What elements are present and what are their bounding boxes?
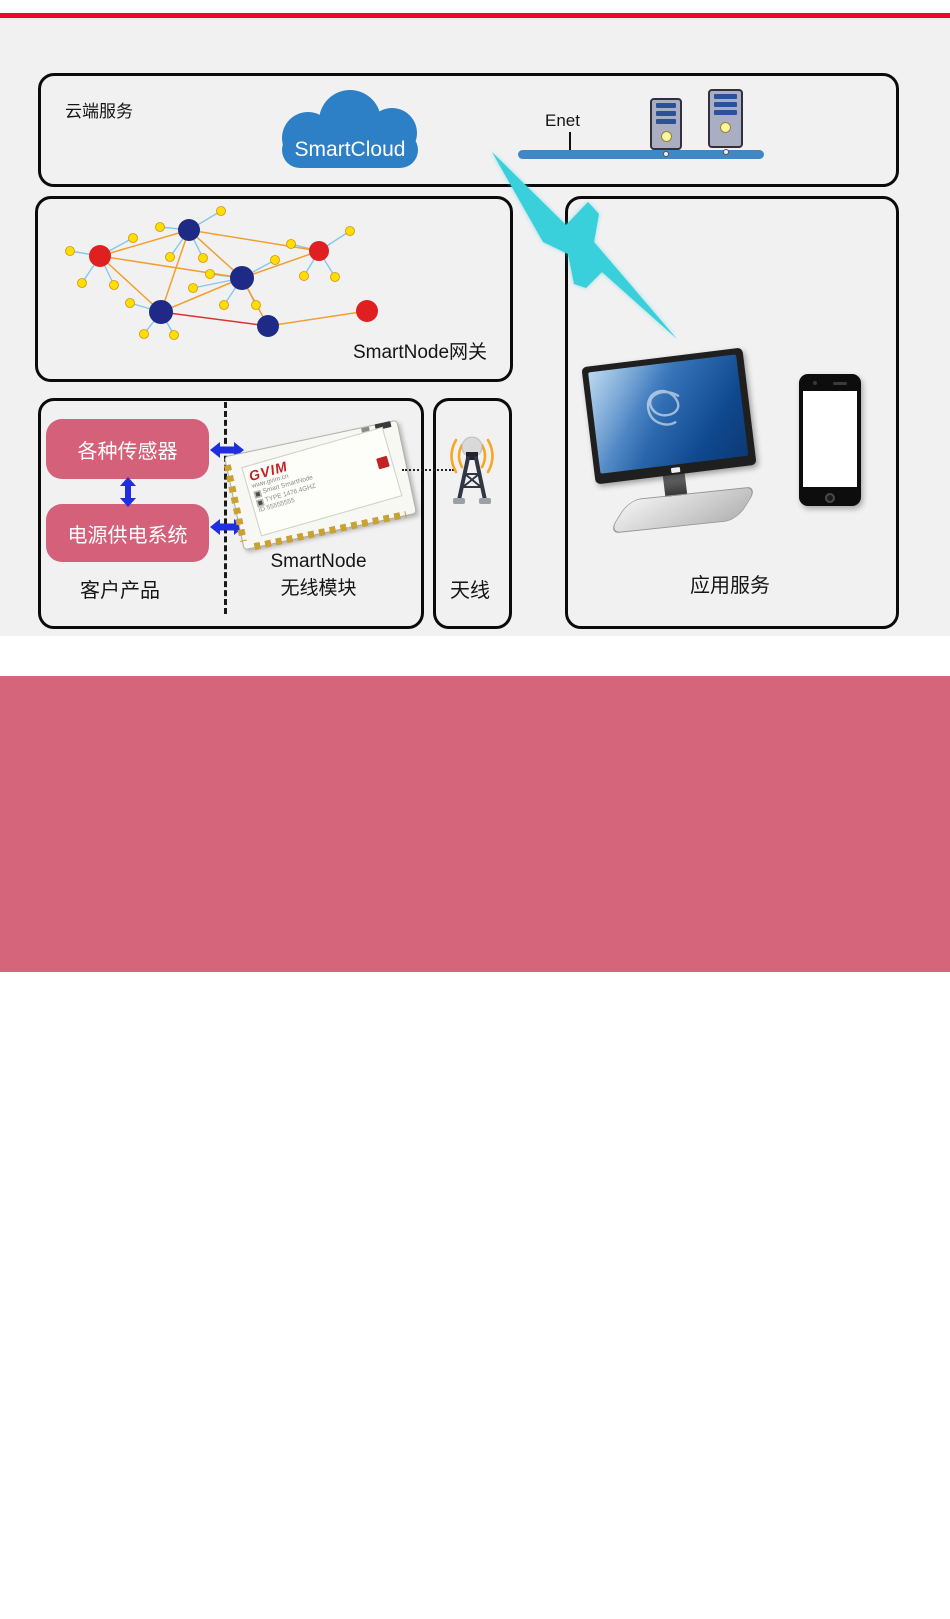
lightning-bolt-icon [492,152,677,339]
app-item: ● 无线数据采集 [88,1451,319,1485]
app-item: ● RFID射频识别 [537,1466,804,1500]
bullet-icon: ● [537,1510,544,1523]
app-item-label: 无线遥感，工业遥感 [551,1406,714,1427]
app-item-label: 无线火灾探测传感器 [102,1492,265,1513]
phone-camera [813,381,817,385]
smartcloud-label: SmartCloud [295,138,406,161]
up-down-arrow-icon [120,477,136,507]
bullet-icon: ● [537,1476,544,1489]
sensors-chip: 各种传感器 [46,419,209,479]
app-item: ● 智能家居，建筑 [537,1500,804,1534]
server-icon [708,89,743,155]
gateway-box [35,196,513,382]
app-item: ● 无线火灾探测传感器 [88,1485,319,1519]
mesh-network-graphic [65,206,378,340]
app-item-label: 温度，湿度，压力监控系统 [102,1391,319,1412]
app-item-label: 无线数据采集 [102,1458,211,1479]
phone-icon [799,374,861,506]
phone-home-button [825,493,835,503]
cloud-icon: SmartCloud [282,90,418,168]
app-services-label: 应用服务 [690,575,770,597]
antenna-tower-icon [450,436,494,504]
bullet-icon: ● [537,1442,544,1455]
app-services-box [565,196,899,629]
monitor-screen [588,354,749,474]
module-caption: SmartNode 无线模块 [236,549,401,602]
sensors-label: 各种传感器 [77,440,178,463]
app-item-label: 安防监控系统 [102,1526,211,1547]
bullet-icon: ● [88,1595,95,1608]
monitor-icon [581,347,763,535]
app-item: ● 温度，湿度，压力监控系统 [88,1384,319,1418]
separator-dashed-line [224,402,227,614]
app-item-label: 远程无线抄表系统 [102,1559,247,1580]
app-item-label: RFID射频识别 [551,1473,666,1494]
applications-panel: ● 温度，湿度，压力监控系统 ● 数字故障指示器 ● 无线数据采集 ● 无线火灾探测传感… [0,676,950,1613]
module-antenna-dotted-link [402,469,454,471]
bullet-icon: ● [88,1461,95,1474]
top-accent-bar [0,13,950,18]
enet-tick-line [569,132,571,150]
bullet-icon: ● [88,1562,95,1575]
phone-screen [803,391,857,487]
bullet-icon: ● [537,1409,544,1422]
monitor-base [607,485,759,535]
bullet-icon: ● [88,1394,95,1407]
bullet-icon: ● [537,1577,544,1590]
app-item: ● 医疗和电子仪器仪表自动化控制 [537,1567,804,1601]
module-name-line2: 无线模块 [280,577,357,599]
bullet-icon: ● [537,1543,544,1556]
antenna-label: 天线 [450,580,490,602]
app-item-label: 智能家居，建筑 [551,1507,678,1528]
phone-speaker [833,382,848,385]
bullet-icon: ● [88,1528,95,1541]
cloud-service-box: 云端服务 [38,73,899,187]
enet-label: Enet [545,111,580,130]
ethernet-bar [518,150,764,159]
server-icon [650,98,682,157]
app-item-label: 智能交通无线地磁 [551,1440,696,1461]
gateway-label: SmartNode网关 [352,342,488,363]
antenna-box [433,398,512,629]
app-item: ● 安防监控系统 [88,1518,319,1552]
power-label: 电源供电系统 [67,524,188,547]
app-list-left: ● 温度，湿度，压力监控系统 ● 数字故障指示器 ● 无线数据采集 ● 无线火灾探测传感… [88,1384,319,1619]
cloud-service-title: 云端服务 [65,102,133,121]
app-item-label: 能源管理系统 [551,1541,660,1562]
app-item-label: 数字故障指示器 [102,1425,229,1446]
bullet-icon: ● [88,1495,95,1508]
app-item: ● 电力设备温度，故障检测 [88,1586,319,1619]
monitor-power-button [670,467,681,474]
bullet-icon: ● [88,1427,95,1440]
customer-product-box [38,398,424,629]
screen-swirl-logo [646,389,680,426]
app-item-label: 电力设备温度，故障检测 [102,1593,301,1614]
app-item-label: 医疗和电子仪器仪表自动化控制 [551,1574,804,1595]
app-item: ● 智能交通无线地磁 [537,1433,804,1467]
app-list-right: ●无线遥感，工业遥感 ●智能交通无线地磁 ●RFID射频识别 ●智能家居，建筑 … [537,1399,804,1601]
customer-product-label: 客户产品 [80,580,160,602]
app-item: ● 远程无线抄表系统 [88,1552,319,1586]
diagram-canvas: 云端服务 SmartCloud Enet [0,18,950,636]
app-item: ● 能源管理系统 [537,1533,804,1567]
monitor-frame [581,347,757,485]
module-name-line1: SmartNode [270,551,367,572]
power-chip: 电源供电系统 [46,504,209,562]
app-item: ● 无线遥感，工业遥感 [537,1399,804,1433]
app-item: ● 数字故障指示器 [88,1418,319,1452]
